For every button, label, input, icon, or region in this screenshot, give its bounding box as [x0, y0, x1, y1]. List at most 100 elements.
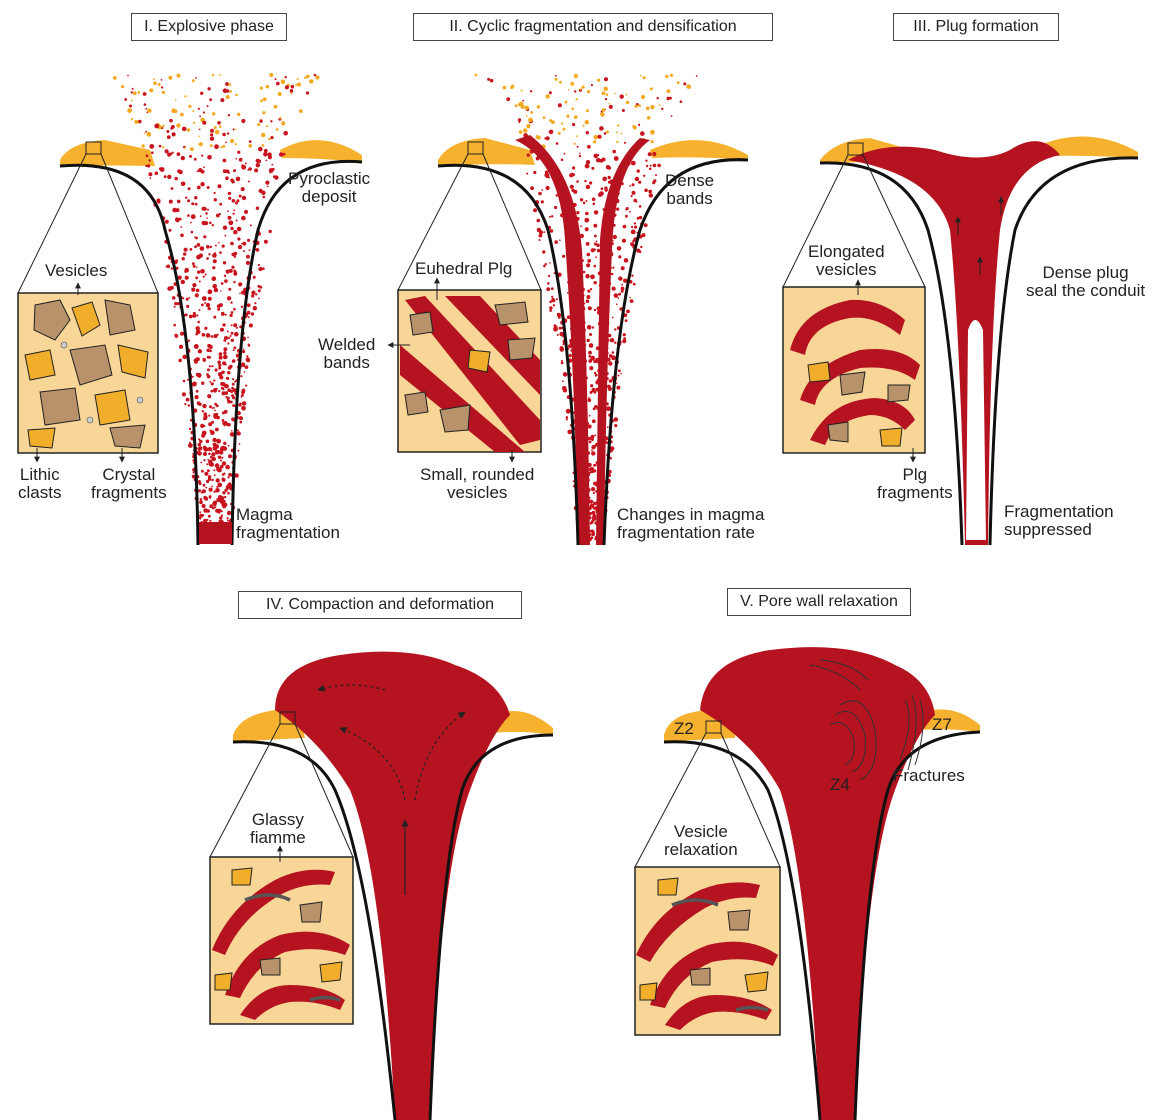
pyroclast-particle: [246, 255, 250, 259]
pyroclast-particle: [209, 365, 211, 367]
pyroclast-particle: [696, 75, 698, 77]
pyroclast-particle: [210, 129, 214, 133]
pyroclast-particle: [590, 356, 595, 361]
pyroclast-particle: [221, 282, 224, 285]
pyroclast-particle: [188, 187, 191, 190]
pyroclast-particle: [145, 131, 147, 133]
pyroclast-particle: [235, 202, 238, 205]
pyroclast-particle: [606, 131, 609, 134]
pyroclast-particle: [551, 287, 554, 290]
pyroclast-particle: [222, 461, 226, 465]
pyroclast-particle: [205, 212, 208, 215]
pyroclast-particle: [251, 312, 254, 315]
pyroclast-particle: [547, 282, 550, 285]
pyroclast-particle: [231, 339, 234, 342]
pyroclast-particle: [586, 295, 590, 299]
pyroclast-particle: [212, 438, 216, 442]
pyroclast-particle: [518, 103, 521, 106]
pyroclast-particle: [596, 158, 601, 163]
pyroclast-particle: [220, 460, 222, 462]
pyroclast-particle: [258, 147, 263, 152]
pyroclast-particle: [189, 297, 191, 299]
pyroclast-particle: [247, 239, 250, 242]
pyroclast-particle: [638, 124, 640, 126]
pyroclast-particle: [285, 76, 287, 78]
pyroclast-particle: [149, 88, 153, 92]
pyroclast-particle: [215, 368, 218, 371]
pyroclast-particle: [285, 85, 289, 89]
pyroclast-particle: [550, 229, 553, 232]
pyroclast-particle: [214, 192, 216, 194]
pyroclast-particle: [618, 255, 621, 258]
pyroclast-particle: [167, 175, 171, 179]
pyroclast-particle: [587, 325, 592, 330]
pyroclast-particle: [204, 302, 206, 304]
pyroclast-particle: [604, 77, 608, 81]
pyroclast-particle: [588, 425, 592, 429]
pyroclast-particle: [209, 520, 211, 522]
pyroclast-particle: [200, 246, 205, 251]
pyroclast-particle: [235, 129, 237, 131]
pyroclast-particle: [215, 130, 220, 135]
pyroclast-particle: [614, 342, 616, 344]
pyroclast-particle: [576, 135, 578, 137]
pyroclast-particle: [541, 189, 543, 191]
pyroclast-particle: [241, 243, 243, 245]
pyroclast-particle: [174, 306, 176, 308]
pyroclast-particle: [230, 242, 234, 246]
pyroclast-particle: [537, 219, 541, 223]
pyroclast-particle: [208, 515, 211, 518]
pyroclast-particle: [213, 491, 215, 493]
pyroclast-particle: [229, 365, 232, 368]
pyroclast-particle: [219, 516, 222, 519]
pyroclast-particle: [196, 314, 198, 316]
pyroclast-particle: [614, 156, 619, 161]
pyroclast-particle: [177, 200, 181, 204]
pyroclast-particle: [194, 245, 197, 248]
pyroclast-particle: [227, 132, 229, 134]
pyroclast-particle: [196, 289, 200, 293]
pyroclast-particle: [222, 473, 225, 476]
pyroclast-particle: [593, 492, 595, 494]
pyroclast-particle: [548, 275, 550, 277]
pyroclast-particle: [200, 269, 205, 274]
pyroclast-particle: [623, 225, 627, 229]
pyroclast-particle: [522, 100, 524, 102]
pyroclast-particle: [227, 476, 229, 478]
pyroclast-particle: [270, 120, 272, 122]
pyroclast-particle: [199, 129, 201, 131]
pyroclast-particle: [594, 243, 597, 246]
pyroclast-particle: [549, 91, 552, 94]
pyroclast-particle: [574, 74, 578, 78]
pyroclast-particle: [242, 401, 246, 405]
pyroclast-particle: [198, 108, 200, 110]
pyroclast-particle: [245, 163, 247, 165]
pyroclast-particle: [240, 375, 242, 377]
pyroclast-particle: [224, 279, 228, 283]
pyroclast-particle: [281, 79, 286, 84]
pyroclast-particle: [239, 416, 243, 420]
pyroclast-particle: [223, 226, 227, 230]
pyroclast-particle: [248, 343, 250, 345]
pyroclast-particle: [227, 331, 229, 333]
pyroclast-particle: [261, 191, 265, 195]
pyroclast-particle: [228, 220, 233, 225]
pyroclast-particle: [199, 500, 203, 504]
pyroclast-particle: [198, 449, 200, 451]
pyroclast-particle: [630, 242, 634, 246]
pyroclast-particle: [589, 333, 592, 336]
pyroclast-particle: [615, 296, 617, 298]
pyroclast-particle: [533, 171, 536, 174]
deposit-2-right: [650, 140, 748, 160]
inset-1-texture: [18, 293, 158, 453]
pyroclast-particle: [207, 87, 210, 90]
pyroclast-particle: [612, 317, 614, 319]
pyroclast-particle: [633, 283, 636, 286]
pyroclast-particle: [585, 227, 589, 231]
pyroclast-particle: [556, 142, 559, 145]
pyroclast-particle: [181, 182, 186, 187]
pyroclast-particle: [631, 195, 633, 197]
pyroclast-particle: [590, 274, 595, 279]
pyroclast-particle: [192, 79, 195, 82]
pyroclast-particle: [291, 85, 295, 89]
